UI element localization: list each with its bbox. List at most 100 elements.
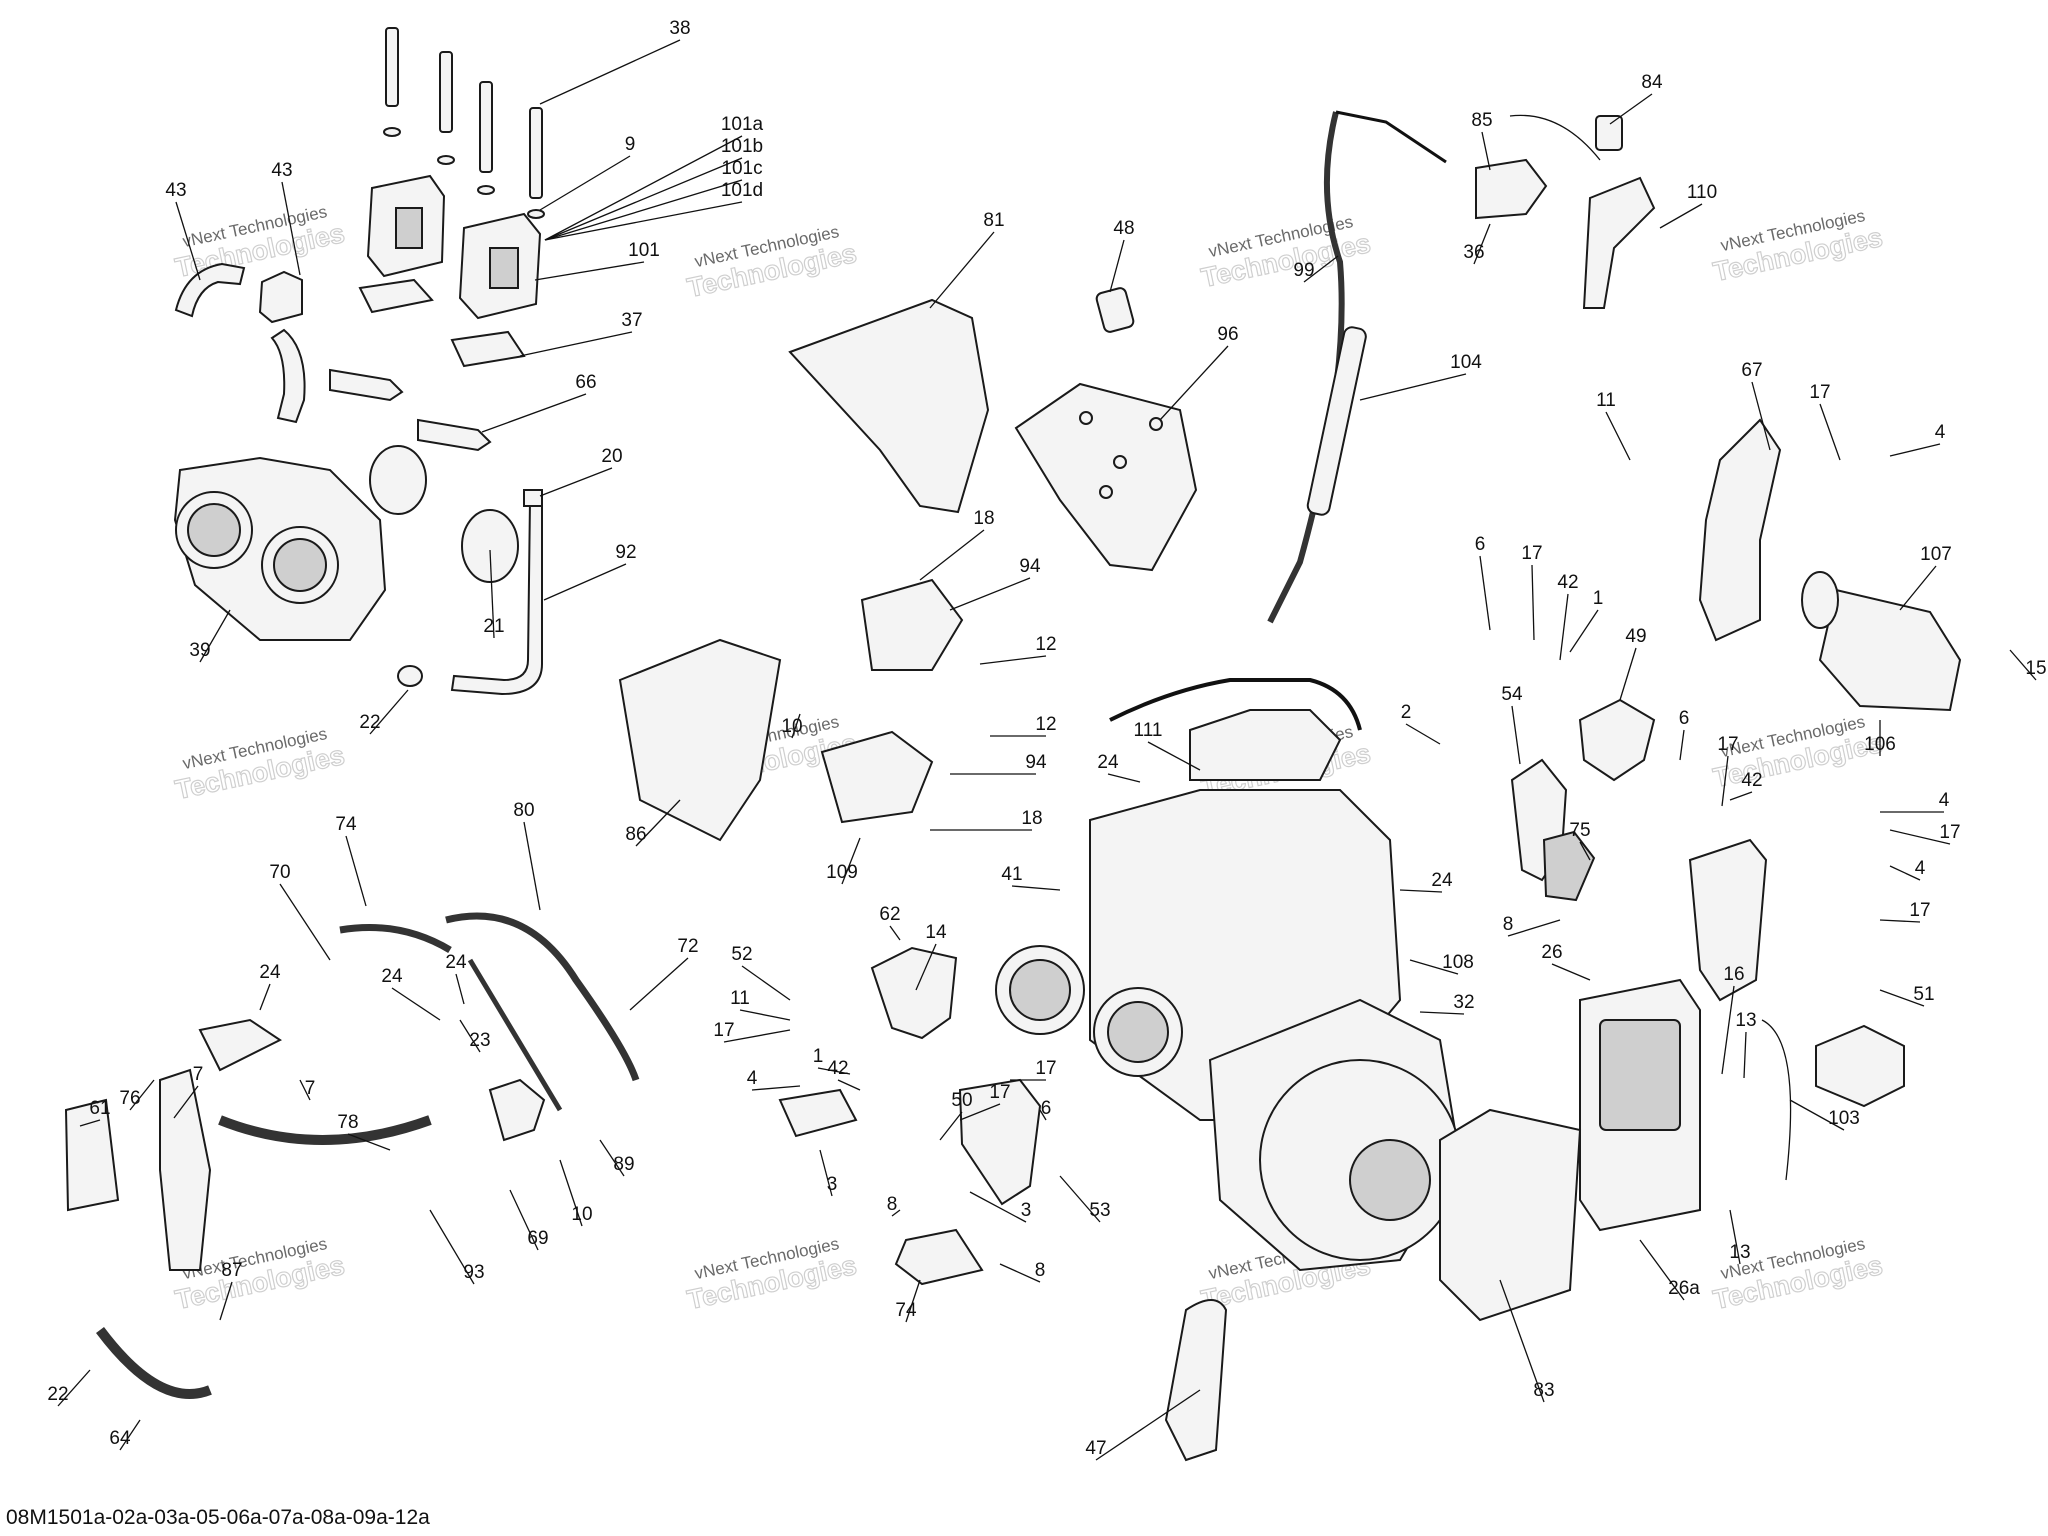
callout-number: 17 xyxy=(713,1020,734,1041)
callout-leader xyxy=(175,201,201,281)
callout-number: 6 xyxy=(1041,1098,1052,1119)
callout-leader xyxy=(1419,1011,1465,1015)
callout-leader xyxy=(969,1191,1027,1223)
callout-leader xyxy=(1511,705,1521,765)
callout-leader xyxy=(2009,649,2037,681)
callout-number: 32 xyxy=(1453,992,1474,1013)
callout-leader xyxy=(723,1029,791,1043)
callout-number: 103 xyxy=(1828,1108,1860,1129)
callout-number: 4 xyxy=(1939,790,1950,811)
callout-number: 78 xyxy=(337,1112,358,1133)
callout-number: 94 xyxy=(1019,556,1041,577)
callout-number: 22 xyxy=(359,712,380,733)
callout-number: 107 xyxy=(1920,544,1952,565)
callout-number: 6 xyxy=(1475,534,1486,555)
callout-number: 3 xyxy=(1021,1200,1032,1221)
callout-number: 53 xyxy=(1089,1200,1110,1221)
callout-number: 11 xyxy=(1596,390,1616,411)
callout-number: 66 xyxy=(575,372,596,393)
callout-leader xyxy=(629,957,689,1011)
callout-number: 93 xyxy=(463,1262,484,1283)
callout-number: 108 xyxy=(1442,952,1474,973)
callout-number: 101c xyxy=(721,158,762,179)
callout-number: 69 xyxy=(527,1228,548,1249)
callout-leader xyxy=(1879,919,1921,923)
callout-leader xyxy=(1409,959,1459,975)
callout-number: 18 xyxy=(973,508,994,529)
cable-group xyxy=(1267,110,1447,624)
callout-number: 10 xyxy=(571,1204,592,1225)
callout-leader xyxy=(544,157,743,241)
callout-leader xyxy=(1095,1389,1201,1461)
callout-leader xyxy=(1569,609,1599,653)
ignition-coil-group xyxy=(174,27,545,452)
callout-leader xyxy=(1011,885,1061,891)
callout-leader xyxy=(905,1279,921,1323)
callout-leader xyxy=(544,135,743,241)
callout-leader xyxy=(1751,381,1771,451)
cover-and-guards xyxy=(788,287,1198,572)
callout-number: 48 xyxy=(1113,218,1134,239)
callout-number: 109 xyxy=(826,862,858,883)
callout-leader xyxy=(539,155,631,211)
callout-leader xyxy=(173,1085,199,1119)
callout-number: 86 xyxy=(625,824,646,845)
callout-leader xyxy=(635,799,681,847)
callout-group: 389101a101b101c101d101374343662092213922… xyxy=(47,18,2047,1461)
callout-leader xyxy=(129,1079,155,1111)
hose-group xyxy=(64,912,640,1399)
callout-number: 84 xyxy=(1641,72,1663,93)
callout-leader xyxy=(1359,373,1467,401)
throttle-body-group xyxy=(173,445,543,696)
callout-leader xyxy=(429,1209,475,1285)
callout-number: 74 xyxy=(895,1300,917,1321)
callout-number: 18 xyxy=(1021,808,1042,829)
callout-leader xyxy=(979,655,1047,665)
callout-number: 54 xyxy=(1501,684,1523,705)
callout-leader xyxy=(534,261,645,281)
callout-number: 72 xyxy=(677,936,698,957)
callout-leader xyxy=(199,609,231,663)
callout-number: 67 xyxy=(1741,360,1762,381)
callout-leader xyxy=(1729,791,1753,801)
callout-number: 96 xyxy=(1217,324,1238,345)
callout-number: 15 xyxy=(2025,658,2046,679)
callout-number: 49 xyxy=(1625,626,1646,647)
callout-leader xyxy=(459,1019,481,1053)
callout-leader xyxy=(1159,345,1229,421)
callout-number: 14 xyxy=(925,922,947,943)
callout-number: 43 xyxy=(271,160,292,181)
callout-leader xyxy=(1889,443,1941,457)
callout-leader xyxy=(281,181,301,276)
callout-number: 85 xyxy=(1471,110,1492,131)
engine-block xyxy=(995,678,1462,1272)
callout-leader xyxy=(841,837,861,885)
callout-leader xyxy=(999,1263,1041,1283)
callout-leader xyxy=(299,1079,311,1101)
callout-leader xyxy=(1405,723,1441,745)
callout-number: 11 xyxy=(730,988,750,1009)
callout-leader xyxy=(1579,841,1591,861)
bracket-and-relay xyxy=(618,578,964,842)
callout-number: 51 xyxy=(1913,984,1934,1005)
callout-leader xyxy=(1399,889,1443,893)
drawing-code: 08M1501a-02a-03a-05-06a-07a-08a-09a-12a xyxy=(6,1506,430,1529)
callout-leader xyxy=(949,577,1031,611)
callout-leader xyxy=(817,1067,851,1075)
callout-leader xyxy=(837,1079,861,1091)
sensor-bracket-group xyxy=(1475,114,1656,309)
callout-leader xyxy=(481,393,587,433)
callout-number: 101a xyxy=(721,114,764,135)
callout-number: 37 xyxy=(621,310,642,331)
callout-leader xyxy=(539,467,613,497)
callout-number: 9 xyxy=(625,134,636,155)
callout-leader xyxy=(1059,1175,1101,1223)
callout-leader xyxy=(119,1419,141,1451)
callout-leader xyxy=(519,331,633,357)
callout-number: 26a xyxy=(1668,1278,1700,1299)
callout-number: 74 xyxy=(335,814,357,835)
callout-number: 16 xyxy=(1723,964,1744,985)
callout-number: 47 xyxy=(1085,1438,1106,1459)
